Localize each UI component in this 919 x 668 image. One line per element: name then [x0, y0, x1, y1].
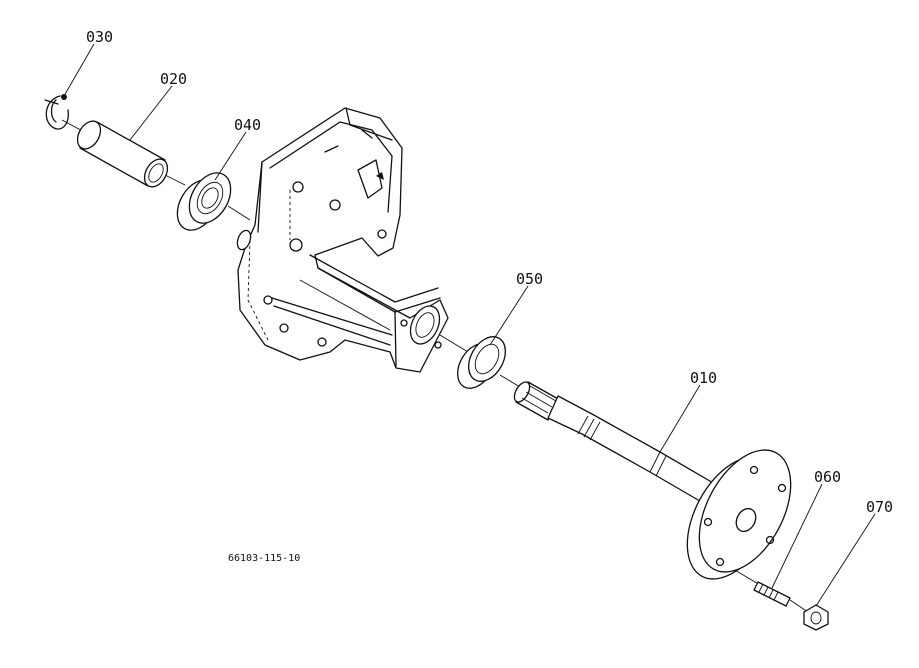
transmission-housing	[236, 107, 449, 373]
label-070: 070	[866, 498, 893, 516]
drawing-code: 66103-115-10	[228, 553, 300, 564]
label-030: 030	[86, 28, 113, 46]
axle-shaft-010	[513, 381, 792, 580]
oil-seal-050	[457, 336, 506, 389]
label-020: 020	[160, 70, 187, 88]
label-060: 060	[814, 468, 841, 486]
nut-070	[803, 604, 829, 631]
label-040: 040	[234, 116, 261, 134]
bearing-040	[176, 172, 232, 231]
label-050: 050	[516, 270, 543, 288]
stud-bolt-060	[753, 581, 791, 607]
sleeve-020	[76, 120, 169, 188]
leader-lines	[63, 43, 876, 607]
label-010: 010	[690, 369, 717, 387]
snap-ring-030	[44, 94, 69, 130]
